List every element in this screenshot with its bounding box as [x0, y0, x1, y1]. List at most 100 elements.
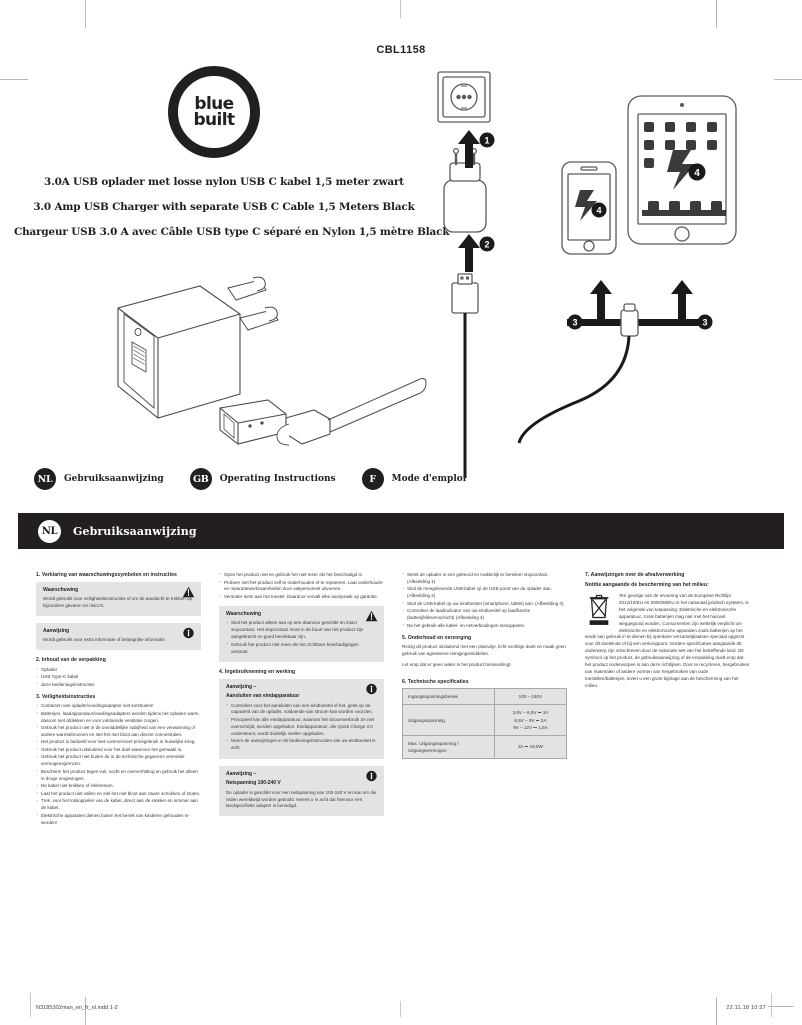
warning-box-title: Waarschuwing: [226, 610, 262, 617]
notice-box-title: Aanwijzing: [43, 627, 70, 634]
list-item: Elektrische apparaten dienen buiten het …: [36, 812, 201, 827]
page-footer: N3185302man_en_fr_nl.indd 1-2 22.11.18 1…: [36, 1005, 766, 1011]
spec-value: 100 – 240V: [493, 688, 568, 706]
notice-box-list: Controleer voor het aansluiten van een e…: [226, 702, 377, 753]
list-item: Probeer niet het product zelf te onderho…: [219, 579, 384, 594]
brand-logo: blue built: [168, 66, 260, 158]
table-row: Max. Uitgangsspanning / Uitgangsvermogen…: [402, 734, 568, 760]
crop-mark-bottom-left: [85, 997, 86, 1025]
heading-7-line2: Notitie aangaande de bescherming van het…: [585, 581, 709, 588]
list-item: Neem de aanwijzingen in de bedieningsins…: [226, 738, 377, 752]
warning-box-text: Wordt gebruikt voor veiligheidsinstructi…: [43, 596, 193, 608]
heading-4: 4. Ingebruikneming en werking: [219, 669, 296, 676]
list-item: Sluit het product alleen aan op een daar…: [226, 620, 377, 641]
maintenance-text-1: Reinig dit product uitsluitend met een p…: [402, 644, 566, 657]
fold-mark-top: [400, 0, 401, 18]
table-row: Ingangsspanningsbereik 100 – 240V: [402, 688, 568, 706]
package-contents-list: Oplader USB Type-C kabel deze bedienings…: [36, 666, 201, 689]
list-item: Principieel kan alle eindapparatuur, waa…: [226, 716, 377, 738]
crop-mark-right-top: [774, 79, 802, 80]
heading-3: 3. Veiligheidsinstructies: [36, 693, 96, 700]
warning-box-symbols: Waarschuwing Wordt gebruikt voor veiligh…: [36, 581, 201, 616]
column-4: 7. Aanwijzingen over de afvalverwerking …: [585, 572, 750, 972]
section-header-bar: NL Gebruiksaanwijzing: [18, 513, 784, 549]
spec-label: Max. Uitgangsspanning / Uitgangsvermogen: [402, 734, 495, 760]
product-title-en: 3.0 Amp USB Charger with separate USB C …: [33, 201, 415, 213]
list-item: USB Type-C kabel: [36, 674, 201, 681]
list-item: Controleer de laadindicator van uw eindt…: [402, 608, 567, 622]
heading-1: 1. Verklaring van waarschuwingssymbolen …: [36, 572, 177, 578]
sku-code: CBL1158: [376, 44, 426, 56]
column-2: Open het product niet en gebruik het nie…: [219, 571, 384, 972]
info-circle-icon: [183, 627, 194, 639]
logo-wordmark: blue built: [168, 66, 260, 158]
heading-5: 5. Onderhoud en verzorging: [402, 634, 472, 641]
notice-box-text: De oplader is geschikt voor een netspann…: [226, 789, 377, 809]
list-item: Steek de oplader in een gekeurd en makke…: [402, 571, 567, 586]
safety-instructions-continued: Open het product niet en gebruik het nie…: [219, 571, 384, 601]
svg-text:3: 3: [702, 318, 707, 328]
section-lang-code: NL: [38, 519, 61, 543]
footer-mark-right: [768, 1006, 794, 1007]
list-item: Na het gebruik alle kabel- en netverbind…: [402, 622, 567, 630]
svg-text:4: 4: [694, 168, 700, 179]
spec-value: 3,6V – 6,5V ⎓ 3A 6,5V – 9V ⎓ 2A 9V – 12V…: [493, 704, 568, 736]
instructions-columns: 1. Verklaring van waarschuwingssymbolen …: [36, 571, 768, 972]
footer-filename: N3185302man_en_fr_nl.indd 1-2: [36, 1005, 118, 1011]
notice-box-text: Wordt gebruikt voor extra informatie of …: [43, 637, 166, 643]
language-badge-fr: F Mode d'emploi: [361, 468, 466, 490]
lang-label-nl: Gebruiksaanwijzing: [64, 474, 164, 484]
list-item: Gebruik het product niet in de onmiddell…: [36, 724, 201, 739]
list-item: deze bedieningsinstructies: [36, 681, 201, 689]
list-item: Het product is bedoeld voor niet-commerc…: [36, 739, 201, 746]
spec-label: Ingangsspanningsbereik: [402, 688, 495, 706]
svg-text:1: 1: [484, 136, 489, 146]
warning-box-title: Waarschuwing: [43, 586, 79, 593]
section-title: Gebruiksaanwijzing: [73, 524, 197, 538]
crop-mark-top-left: [85, 0, 86, 28]
spec-label: Uitgangsspanning: [402, 704, 495, 736]
warning-triangle-icon: [365, 610, 378, 622]
svg-text:2: 2: [484, 240, 489, 250]
maintenance-text-2: Let erop dat er geen water in het produc…: [402, 661, 512, 667]
product-title-fr: Chargeur USB 3.0 A avec Câble USB type C…: [14, 226, 450, 238]
svg-text:4: 4: [596, 206, 601, 216]
list-item: Verander niets aan het toestel. Daardoor…: [219, 593, 384, 601]
list-item: Open het product niet en gebruik het nie…: [219, 571, 384, 579]
notice-box-title-line1: Aanwijzing –: [226, 770, 257, 777]
info-circle-icon: [366, 683, 377, 694]
warning-box-socket: Waarschuwing Sluit het product alleen aa…: [219, 605, 384, 663]
list-item: Sluit de USB-kabel op uw eindtoestel (sm…: [402, 600, 567, 608]
list-item: Gebruik het product niet buiten de in de…: [36, 754, 201, 768]
crop-mark-top-right: [716, 0, 717, 28]
language-badge-nl: NL Gebruiksaanwijzing: [34, 468, 164, 490]
notice-box-title-line1: Aanwijzing –: [226, 683, 257, 690]
crop-mark-bottom-right: [716, 997, 717, 1025]
list-item: Trek, voor het loskoppelen van de kabel,…: [36, 798, 201, 812]
logo-ring-icon: [168, 66, 260, 158]
weee-symbol: [585, 594, 613, 629]
logo-line-2: built: [193, 110, 235, 130]
lang-code-fr: F: [361, 468, 384, 490]
notice-box-symbols: Aanwijzing Wordt gebruikt voor extra inf…: [36, 622, 201, 651]
product-titles: 3.0A USB oplader met losse nylon USB C k…: [14, 176, 450, 251]
notice-box-title-line2: Netspanning 100-240 V: [226, 780, 281, 787]
heading-6: 6. Technische specificaties: [402, 678, 469, 685]
list-item: Laat het product niet vallen en stel het…: [36, 790, 201, 798]
table-row: Uitgangsspanning 3,6V – 6,5V ⎓ 3A 6,5V –…: [402, 704, 568, 736]
logo-line-1: blue: [194, 93, 234, 114]
footer-rule-right: [771, 993, 772, 1017]
language-badges: NL Gebruiksaanwijzing GB Operating Instr…: [34, 468, 492, 490]
list-item: Gebruik het product niet meer als het zi…: [226, 641, 377, 656]
notice-box-connecting-devices: Aanwijzing – Aansluiten van eindapparatu…: [219, 678, 384, 759]
product-title-nl: 3.0A USB oplader met losse nylon USB C k…: [44, 176, 404, 188]
crop-mark-left-top: [0, 79, 28, 80]
lang-code-nl: NL: [34, 468, 56, 490]
list-item: Contacten van oplader/voedingsadapter ni…: [36, 703, 201, 710]
heading-2: 2. Inhoud van de verpakking: [36, 657, 106, 664]
list-item: Bescherm het product tegen vuil, vocht e…: [36, 768, 201, 783]
list-item: De kabel niet knikken of inklemmen.: [36, 783, 201, 790]
connection-diagram: 1 2 3 3 4 4: [420, 58, 802, 478]
notice-box-title-line2: Aansluiten van eindapparatuur: [226, 693, 300, 700]
spec-value: 3A ⎓ 19,5W: [493, 734, 568, 760]
